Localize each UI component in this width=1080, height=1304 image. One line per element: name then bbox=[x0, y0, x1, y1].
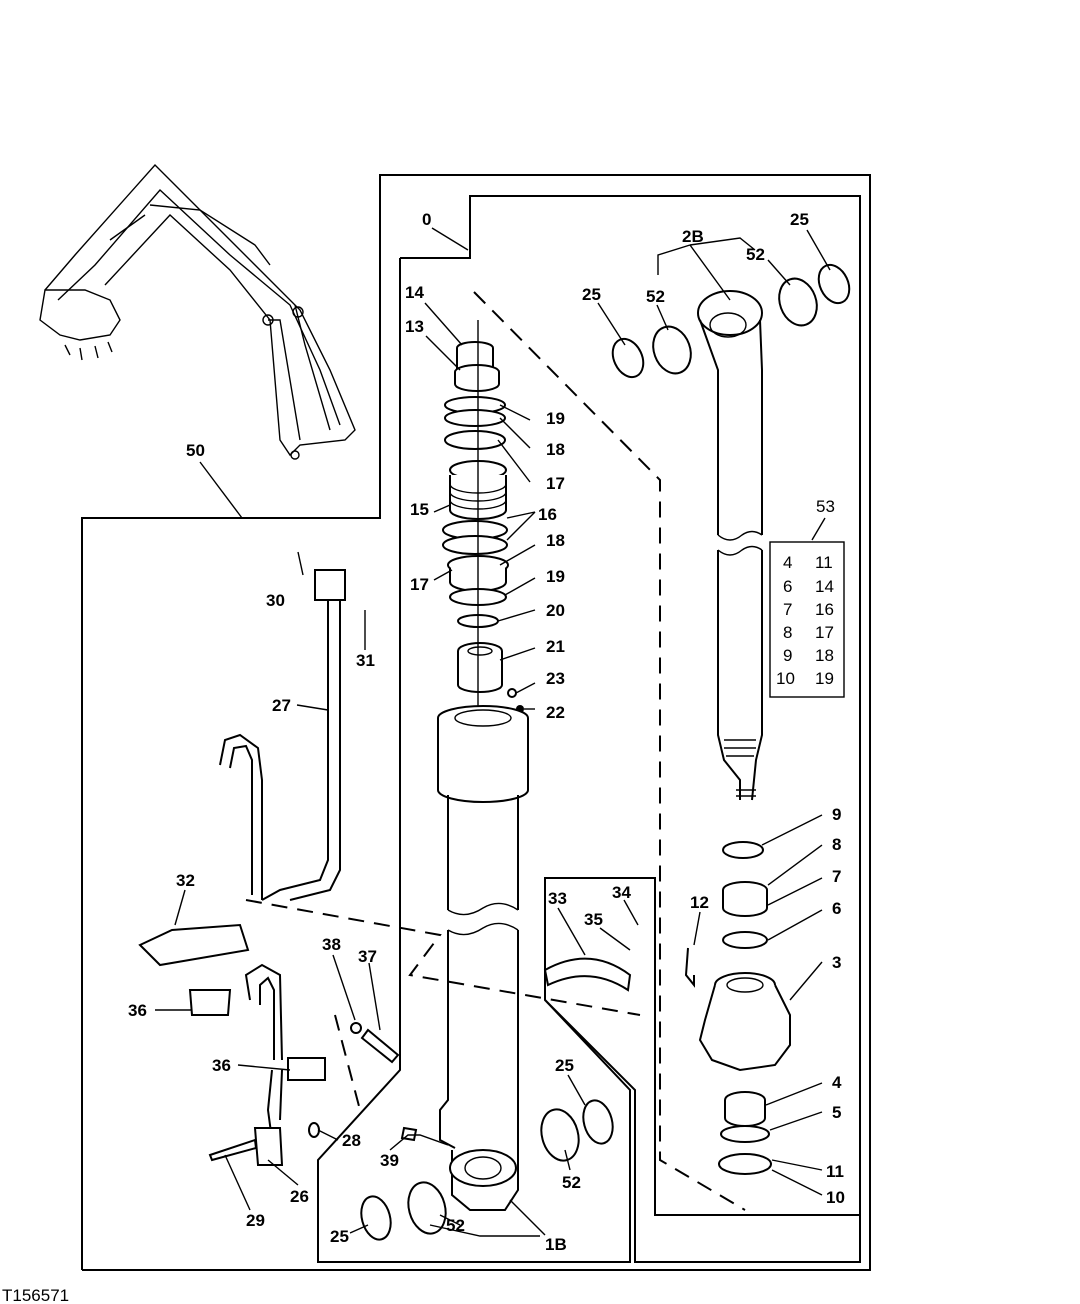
callout-25-right-top: 25 bbox=[790, 210, 809, 229]
callout-11: 11 bbox=[826, 1162, 844, 1181]
callout-14: 14 bbox=[405, 283, 424, 302]
callout-22: 22 bbox=[546, 703, 565, 722]
figure-id: T156571 bbox=[2, 1286, 69, 1304]
table-row-5-right: 18 bbox=[815, 646, 834, 665]
callout-9: 9 bbox=[832, 805, 841, 824]
cylinder-rod bbox=[697, 290, 763, 801]
callout-13: 13 bbox=[405, 317, 424, 336]
callout-37: 37 bbox=[358, 947, 377, 966]
callout-17-lower: 17 bbox=[410, 575, 429, 594]
callout-23: 23 bbox=[546, 669, 565, 688]
table-row-2-right: 14 bbox=[815, 577, 834, 596]
table-row-4-left: 8 bbox=[783, 623, 792, 642]
callout-29: 29 bbox=[246, 1211, 265, 1230]
table-row-1-right: 11 bbox=[815, 553, 833, 572]
kit-0-outline bbox=[317, 195, 861, 1263]
table-row-3-right: 16 bbox=[815, 600, 834, 619]
callout-10: 10 bbox=[826, 1188, 845, 1207]
callout-52-right-lower: 52 bbox=[562, 1173, 581, 1192]
callout-26: 26 bbox=[290, 1187, 309, 1206]
callout-52-left-top: 52 bbox=[646, 287, 665, 306]
table-row-6-left: 10 bbox=[776, 669, 795, 688]
kit-53-table: 4 11 6 14 7 16 8 17 9 18 10 19 bbox=[769, 541, 845, 698]
callout-34: 34 bbox=[612, 883, 631, 902]
callout-25-right-lower: 25 bbox=[555, 1056, 574, 1075]
callout-52-right-top: 52 bbox=[746, 245, 765, 264]
callout-39: 39 bbox=[380, 1151, 399, 1170]
callout-0: 0 bbox=[422, 210, 431, 229]
callout-36-lower: 36 bbox=[212, 1056, 231, 1075]
callout-36-upper: 36 bbox=[128, 1001, 147, 1020]
callout-16: 16 bbox=[538, 505, 557, 524]
pipe-assembly bbox=[138, 569, 400, 1166]
callout-50: 50 bbox=[186, 441, 205, 460]
callout-2B: 2B bbox=[682, 227, 704, 246]
cylinder-head-components bbox=[684, 841, 791, 1175]
callout-3: 3 bbox=[832, 953, 841, 972]
callout-28: 28 bbox=[342, 1131, 361, 1150]
callout-25-left-top: 25 bbox=[582, 285, 601, 304]
callout-21: 21 bbox=[546, 637, 565, 656]
table-row-3-left: 7 bbox=[783, 600, 792, 619]
excavator-locator-drawing bbox=[39, 163, 356, 460]
callout-19-upper: 19 bbox=[546, 409, 565, 428]
table-row-4-right: 17 bbox=[815, 623, 834, 642]
callout-1B: 1B bbox=[545, 1235, 567, 1254]
callout-5: 5 bbox=[832, 1103, 841, 1122]
callout-labels: 0 50 53 14 13 19 18 17 15 16 17 18 19 20… bbox=[128, 210, 845, 1254]
callout-25-left-lower: 25 bbox=[330, 1227, 349, 1246]
callout-18-upper: 18 bbox=[546, 440, 565, 459]
callout-19-lower: 19 bbox=[546, 567, 565, 586]
assembly-dashed-lines bbox=[245, 291, 746, 1211]
table-row-2-left: 6 bbox=[783, 577, 792, 596]
callout-18-lower: 18 bbox=[546, 531, 565, 550]
callout-17-upper: 17 bbox=[546, 474, 565, 493]
callout-30: 30 bbox=[266, 591, 285, 610]
callout-6: 6 bbox=[832, 899, 841, 918]
piston-seal-stack bbox=[442, 320, 524, 740]
callout-12: 12 bbox=[690, 893, 709, 912]
table-row-5-left: 9 bbox=[783, 646, 792, 665]
leader-lines bbox=[155, 227, 831, 1237]
callout-4: 4 bbox=[832, 1073, 842, 1092]
callout-53: 53 bbox=[816, 497, 835, 516]
cylinder-barrel bbox=[437, 705, 529, 1211]
table-row-6-right: 19 bbox=[815, 669, 834, 688]
kit-50-outline bbox=[81, 174, 871, 1271]
callout-8: 8 bbox=[832, 835, 841, 854]
barrel-end-bushings bbox=[360, 957, 632, 1241]
callout-15: 15 bbox=[410, 500, 429, 519]
callout-32: 32 bbox=[176, 871, 195, 890]
callout-20: 20 bbox=[546, 601, 565, 620]
rod-end-bushings bbox=[611, 263, 851, 379]
callout-52-left-lower: 52 bbox=[446, 1216, 465, 1235]
callout-7: 7 bbox=[832, 867, 841, 886]
callout-31: 31 bbox=[356, 651, 375, 670]
callout-38: 38 bbox=[322, 935, 341, 954]
callout-27: 27 bbox=[272, 696, 291, 715]
callout-33: 33 bbox=[548, 889, 567, 908]
table-row-1-left: 4 bbox=[783, 553, 792, 572]
callout-35: 35 bbox=[584, 910, 603, 929]
